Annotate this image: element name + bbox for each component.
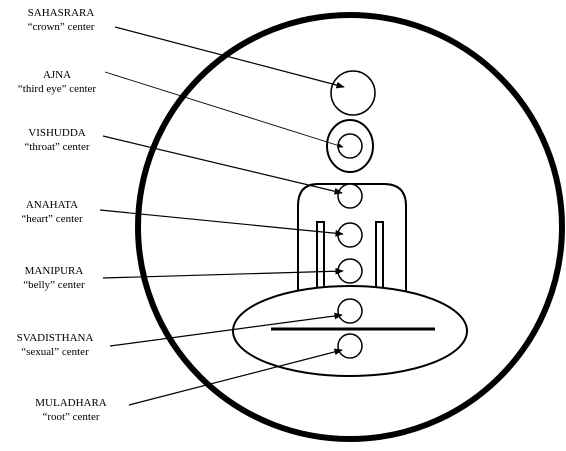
chakra-circle-ajna [338, 134, 362, 158]
chakra-circle-sahasrara [331, 71, 375, 115]
label-vishudda-desc: “throat” center [24, 141, 89, 153]
label-ajna-name: AJNA [43, 69, 71, 81]
chakra-circle-muladhara [338, 334, 362, 358]
leader-vishudda [103, 136, 342, 193]
label-sahasrara-desc: “crown” center [28, 21, 95, 33]
label-anahata-name: ANAHATA [26, 199, 78, 211]
leader-sahasrara [115, 27, 344, 87]
label-svadisthana-desc: “sexual” center [21, 346, 89, 358]
leader-muladhara [129, 350, 342, 405]
label-anahata-desc: “heart” center [21, 213, 83, 225]
label-vishudda-name: VISHUDDA [28, 127, 86, 139]
leader-manipura [103, 271, 343, 278]
chakra-circle-svadisthana [338, 299, 362, 323]
chakra-circle-anahata [338, 223, 362, 247]
label-svadisthana-name: SVADISTHANA [17, 332, 94, 344]
chakra-labels: SAHASRARA “crown” center AJNA “third eye… [17, 7, 107, 423]
chakra-circle-vishudda [338, 184, 362, 208]
label-muladhara-desc: “root” center [42, 411, 99, 423]
label-manipura-name: MANIPURA [25, 265, 84, 277]
leader-ajna [105, 72, 343, 147]
label-sahasrara-name: SAHASRARA [28, 7, 95, 19]
label-ajna-desc: “third eye” center [18, 83, 97, 95]
label-manipura-desc: “belly” center [23, 279, 85, 291]
label-muladhara-name: MULADHARA [35, 397, 107, 409]
